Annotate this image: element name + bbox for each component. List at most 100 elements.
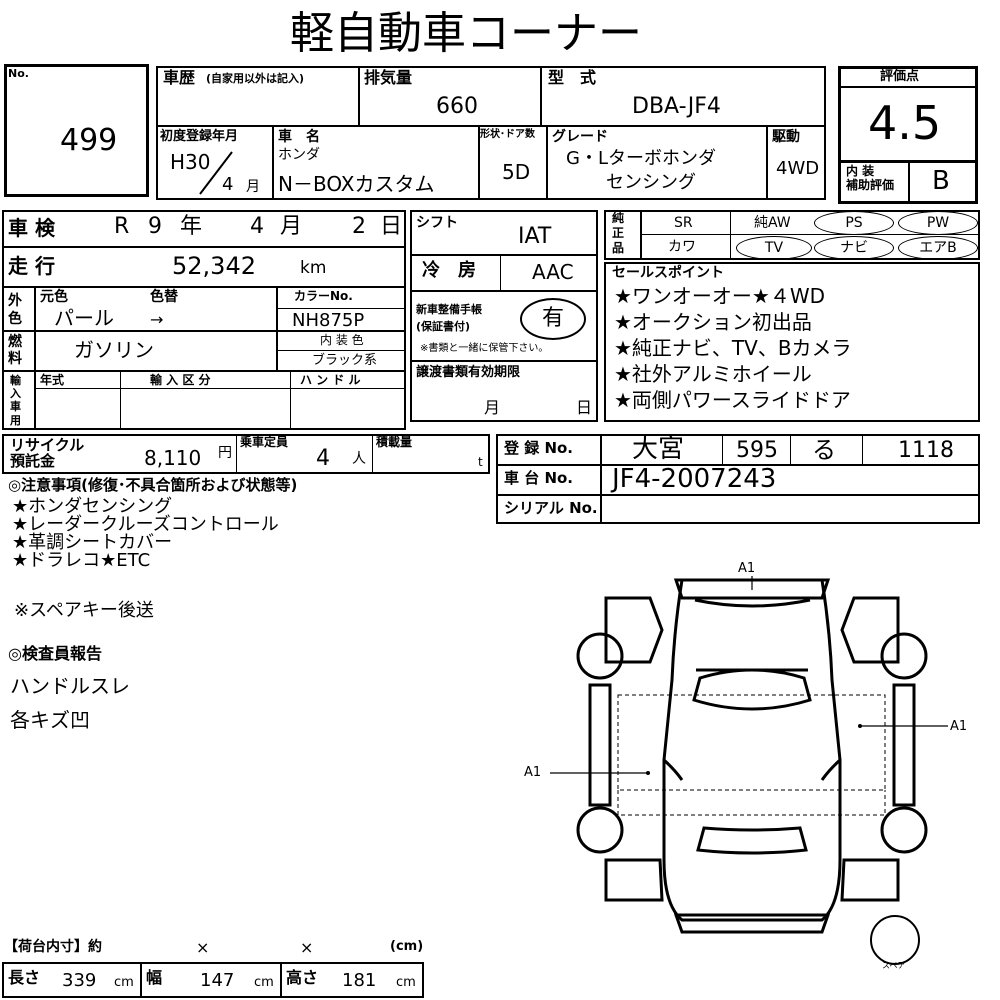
cargo-width-label: 幅 — [146, 968, 163, 987]
inspection-grid — [2, 210, 406, 430]
option-leather: カワ — [668, 239, 696, 255]
model-value: DBA-JF4 — [632, 94, 721, 119]
warranty-value: 有 — [520, 298, 586, 340]
rating-label: 評価点 — [880, 69, 920, 84]
doors-value: 5D — [502, 160, 531, 184]
inspection-day-unit: 日 — [380, 214, 403, 239]
interior-rating-value: B — [932, 166, 950, 196]
option-tv: TV — [736, 236, 812, 260]
capacity-value: 4 — [316, 446, 330, 471]
inspector-item: ハンドルスレ — [10, 674, 130, 698]
fuel-value: ガソリン — [74, 338, 154, 362]
registration-kana: る — [812, 436, 836, 464]
page-title: 軽自動車コーナー — [290, 8, 642, 59]
slash-divider — [199, 151, 233, 195]
grade-label: グレード — [552, 129, 608, 145]
mileage-label: 走 行 — [8, 254, 55, 278]
color-code-label: カラーNo. — [294, 289, 353, 303]
recycle-label: リサイクル 預託金 — [10, 436, 85, 470]
recycle-row — [2, 434, 490, 474]
inspection-year-unit: 年 — [180, 214, 203, 239]
ac-value: AAC — [532, 260, 574, 284]
sales-point: ★ワンオーオー★４WD — [614, 284, 826, 308]
option-pw: PW — [898, 211, 978, 235]
registration-class: 595 — [736, 438, 778, 463]
registration-label: 登 録 No. — [504, 439, 574, 457]
registration-grid — [496, 434, 980, 524]
grade-line1: G・Lターボホンダ — [566, 148, 716, 169]
sales-point: ★オークション初出品 — [614, 310, 812, 334]
interior-color-label: 内 装 色 — [320, 333, 364, 347]
serial-label: シリアル No. — [504, 499, 598, 517]
capacity-label: 乗車定員 — [240, 435, 289, 449]
notes-header: ◎注意事項(修復･不具合箇所および状態等) — [8, 476, 298, 494]
mileage-unit: km — [300, 258, 327, 278]
damage-mark-front: A1 — [738, 561, 756, 576]
note-item: ★ドラレコ★ETC — [12, 550, 151, 571]
history-label: 車歴 — [163, 68, 196, 87]
model-label: 型 式 — [548, 68, 597, 87]
note-item: ★ホンダセンシング — [12, 496, 173, 517]
cargo-width-unit: cm — [254, 975, 274, 990]
color-code-value: NH875P — [292, 310, 365, 331]
displacement-value: 660 — [436, 94, 478, 119]
original-color-label: 元色 — [40, 289, 68, 305]
inspector-header: ◎検査員報告 — [8, 644, 102, 663]
car-maker: ホンダ — [278, 147, 320, 163]
chassis-label: 車 台 No. — [504, 469, 574, 487]
option-ps: PS — [814, 211, 894, 235]
cargo-height-value: 181 — [342, 970, 377, 991]
ac-label: 冷 房 — [422, 260, 476, 281]
import-label: 輸 入 車 用 — [10, 374, 21, 427]
option-airbag: エアB — [898, 236, 978, 260]
sales-point: ★社外アルミホイール — [614, 362, 812, 386]
cargo-height-label: 高さ — [286, 968, 319, 987]
note-item: ★レーダークルーズコントロール — [12, 514, 279, 535]
cargo-width-value: 147 — [200, 970, 235, 991]
inspection-month-unit: 月 — [280, 214, 303, 239]
mileage-value: 52,342 — [172, 252, 256, 280]
genuine-label: 純 正 品 — [612, 211, 625, 255]
option-navi: ナビ — [814, 236, 894, 260]
transfer-day: 日 — [576, 398, 593, 417]
import-year-label: 年式 — [40, 373, 65, 387]
car-name-label: 車 名 — [278, 129, 320, 145]
damage-mark-left: A1 — [524, 765, 542, 780]
inspection-day: 2 — [352, 214, 366, 239]
transfer-label: 譲渡書類有効期限 — [416, 365, 521, 380]
inspection-year: 9 — [148, 214, 162, 239]
cargo-x2: × — [300, 938, 314, 957]
color-change-arrow: → — [150, 310, 164, 329]
first-reg-era: H30 — [170, 150, 211, 174]
shift-label: シフト — [416, 215, 458, 231]
inspection-label: 車 検 — [8, 216, 55, 240]
sales-points-label: セールスポイント — [612, 265, 724, 281]
displacement-label: 排気量 — [364, 68, 413, 87]
import-type-label: 輸 入 区 分 — [150, 373, 211, 387]
chassis-value: JF4-2007243 — [612, 464, 777, 494]
first-reg-month: 4 — [222, 174, 234, 195]
sales-point: ★純正ナビ、TV、Bカメラ — [614, 336, 852, 360]
interior-rating-label: 内 装 補助評価 — [846, 164, 895, 193]
doors-label: 形状･ドア数 — [480, 129, 535, 140]
lot-number: 499 — [60, 123, 118, 158]
load-unit: t — [478, 455, 483, 469]
cargo-unit: (cm) — [390, 939, 424, 954]
drive-label: 駆動 — [772, 129, 800, 145]
fuel-label: 燃 料 — [8, 334, 22, 367]
outer-color-label: 外 色 — [8, 293, 22, 328]
car-name-value: N－BOXカスタム — [278, 172, 435, 196]
drive-value: 4WD — [776, 158, 820, 179]
warranty-label: 新車整備手帳 (保証書付) — [416, 303, 482, 333]
registration-number: 1118 — [898, 438, 954, 463]
sales-point: ★両側パワースライドドア — [614, 388, 851, 412]
color-change-label: 色替 — [150, 289, 178, 305]
transfer-month: 月 — [484, 398, 501, 417]
interior-color-value: ブラック系 — [312, 353, 378, 368]
lot-label: No. — [8, 67, 29, 80]
option-sr: SR — [674, 215, 693, 231]
note-item: ★革調シートカバー — [12, 532, 173, 553]
first-reg-label: 初度登録年月 — [160, 129, 239, 144]
first-reg-month-unit: 月 — [246, 179, 260, 195]
sales-points-box — [604, 262, 980, 422]
